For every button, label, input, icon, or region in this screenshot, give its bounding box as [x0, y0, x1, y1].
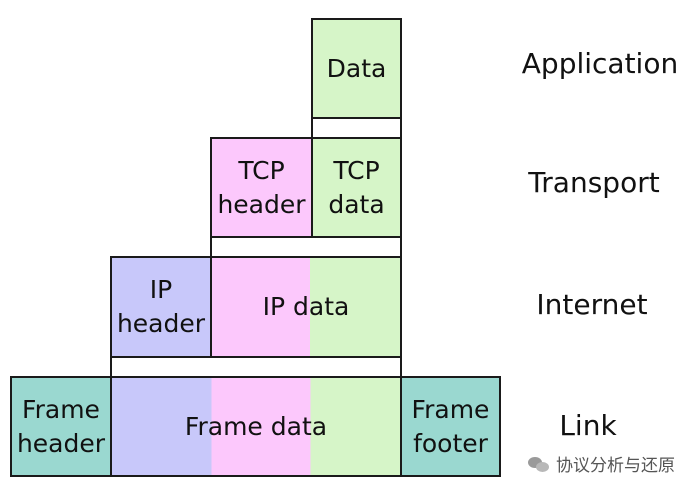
internet-link-connector: [110, 356, 402, 378]
layer-label-transport: Transport: [528, 166, 660, 199]
frame-footer-box: Frame footer: [400, 376, 501, 477]
ip-data-label: IP data: [262, 292, 350, 321]
layer-label-application: Application: [521, 47, 679, 80]
frame-header-label: Frame header: [16, 394, 106, 458]
tcp-data-box: TCP data: [311, 137, 402, 238]
tcp-header-box: TCP header: [210, 137, 313, 238]
ip-header-label: IP header: [116, 275, 206, 338]
application-data-box: Data: [311, 18, 402, 119]
ip-header-box: IP header: [110, 256, 212, 358]
wechat-icon: [528, 455, 550, 473]
ip-data-box: IP data: [210, 256, 402, 358]
frame-data-label: Frame data: [184, 411, 328, 441]
transport-internet-connector: [210, 236, 402, 258]
frame-footer-label: Frame footer: [411, 394, 490, 458]
frame-header-box: Frame header: [10, 376, 112, 477]
tcp-header-label: TCP header: [217, 155, 306, 219]
application-data-label: Data: [326, 53, 387, 83]
watermark: 协议分析与还原: [528, 451, 675, 476]
watermark-text: 协议分析与还原: [556, 456, 675, 476]
app-transport-connector: [311, 117, 402, 139]
tcp-data-label: TCP data: [328, 155, 385, 219]
layer-label-internet: Internet: [536, 288, 648, 321]
layer-label-link: Link: [559, 409, 617, 442]
frame-data-box: Frame data: [110, 376, 402, 477]
